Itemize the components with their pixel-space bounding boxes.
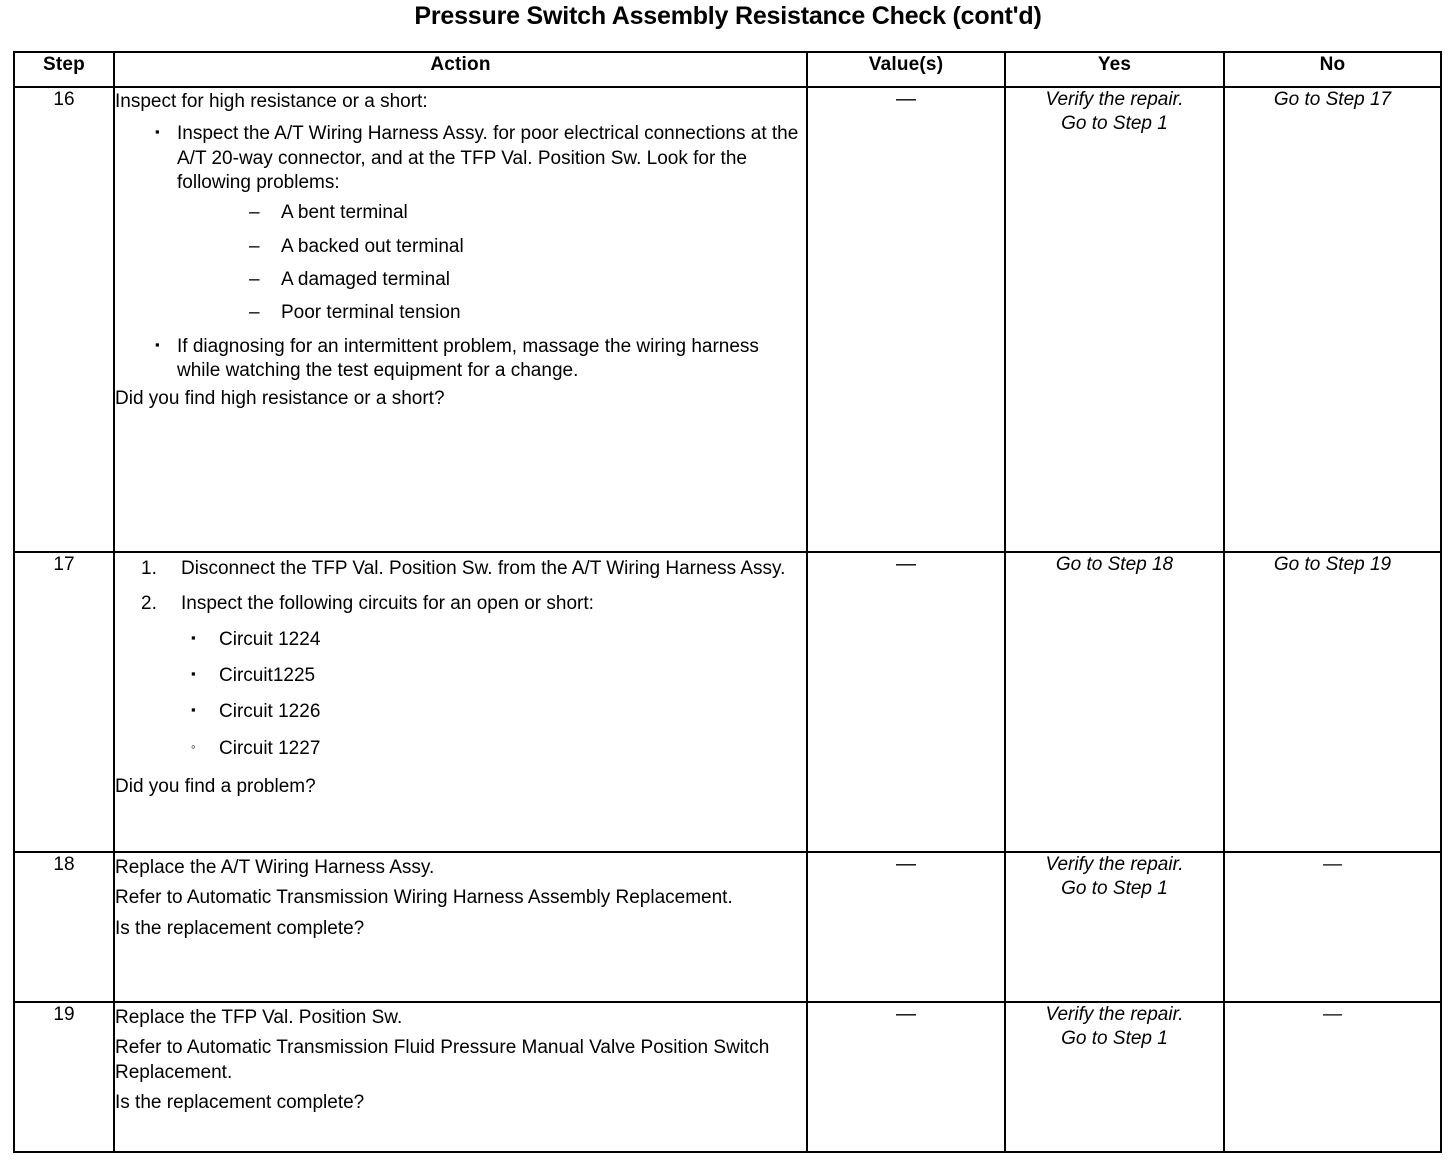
table-row: 18 Replace the A/T Wiring Harness Assy. …	[13, 851, 1442, 1003]
diagnostic-steps-table: Step Action Value(s) Yes No 16 Inspect f…	[13, 51, 1442, 1153]
list-item-text: Poor terminal tension	[281, 302, 461, 324]
step-number: 16	[13, 86, 115, 553]
yes-answer-line2: Go to Step 1	[1061, 113, 1168, 135]
yes-answer-line2: Go to Step 18	[1055, 554, 1174, 575]
no-answer-line1: Go to Step 17	[1273, 89, 1392, 110]
value-content: —	[806, 1001, 1006, 1153]
column-header-value: Value(s)	[806, 51, 1006, 88]
list-item-text: Inspect the A/T Wiring Harness Assy. for…	[177, 123, 799, 193]
list-item-text: Circuit 1224	[219, 628, 321, 650]
yes-answer-line1: Verify the repair.	[1045, 89, 1184, 110]
table-row: 16 Inspect for high resistance or a shor…	[13, 86, 1442, 553]
step-number: 17	[13, 551, 115, 853]
no-answer: —	[1223, 851, 1442, 1003]
circuit-list: ▪ Circuit 1224 ▪ Circuit1225 ▪ Circuit 1…	[115, 628, 806, 761]
list-item-text: Inspect the following circuits for an op…	[181, 593, 594, 615]
square-bullet-icon: ▪	[155, 336, 160, 352]
square-bullet-icon: ▪	[191, 702, 196, 718]
action-question-text: Did you find high resistance or a short?	[115, 388, 445, 410]
action-numbered-list: 1. Disconnect the TFP Val. Position Sw. …	[115, 557, 806, 617]
table-header-row: Step Action Value(s) Yes No	[13, 51, 1442, 88]
action-content: Replace the A/T Wiring Harness Assy. Ref…	[113, 851, 808, 1003]
list-item: – Poor terminal tension	[177, 301, 806, 325]
table-row: 19 Replace the TFP Val. Position Sw. Ref…	[13, 1001, 1442, 1153]
no-answer-line1: Go to Step 19	[1273, 554, 1392, 575]
yes-answer: Verify the repair. Go to Step 1	[1004, 86, 1225, 553]
list-item: ▪ Inspect the A/T Wiring Harness Assy. f…	[115, 122, 806, 325]
table-row: 17 1. Disconnect the TFP Val. Position S…	[13, 551, 1442, 853]
list-item-text: A bent terminal	[281, 202, 408, 224]
list-item-text: Circuit 1227	[219, 737, 321, 759]
action-content: Replace the TFP Val. Position Sw. Refer …	[113, 1001, 808, 1153]
list-item: 2. Inspect the following circuits for an…	[115, 592, 806, 616]
action-sub-list: – A bent terminal – A backed out termina…	[177, 201, 806, 325]
list-item: 1. Disconnect the TFP Val. Position Sw. …	[115, 557, 806, 581]
yes-answer-line2: Go to Step 1	[1061, 1028, 1168, 1050]
list-item: ▪ Circuit1225	[115, 664, 806, 688]
value-dash: —	[896, 1003, 916, 1025]
value-content: —	[806, 551, 1006, 853]
column-header-no: No	[1223, 51, 1442, 88]
list-item: ◦ Circuit 1227	[115, 737, 806, 761]
action-line-1: Replace the TFP Val. Position Sw.	[115, 1007, 403, 1028]
action-bullet-list: ▪ Inspect the A/T Wiring Harness Assy. f…	[115, 122, 806, 383]
yes-answer: Verify the repair. Go to Step 1	[1004, 851, 1225, 1003]
page-title: Pressure Switch Assembly Resistance Chec…	[414, 2, 1042, 30]
column-header-action: Action	[113, 51, 808, 88]
list-item: – A backed out terminal	[177, 235, 806, 259]
action-question-text: Did you find a problem?	[115, 775, 316, 797]
yes-answer: Go to Step 18	[1004, 551, 1225, 853]
no-answer: Go to Step 17	[1223, 86, 1442, 553]
column-header-yes: Yes	[1004, 51, 1225, 88]
no-answer-line1: —	[1323, 1004, 1342, 1025]
list-item: ▪ Circuit 1226	[115, 700, 806, 724]
action-content: Inspect for high resistance or a short: …	[113, 86, 808, 553]
square-bullet-icon: ▪	[191, 629, 196, 645]
yes-answer-line2: Go to Step 1	[1061, 878, 1168, 900]
value-dash: —	[896, 853, 916, 875]
action-lead-text: Inspect for high resistance or a short:	[115, 91, 428, 112]
value-dash: —	[896, 88, 916, 110]
square-bullet-icon: ▪	[155, 124, 160, 140]
list-number: 2.	[141, 593, 157, 615]
action-line-2: Refer to Automatic Transmission Fluid Pr…	[115, 1037, 770, 1083]
list-item: – A bent terminal	[177, 201, 806, 225]
step-number: 18	[13, 851, 115, 1003]
dash-bullet-icon: –	[249, 202, 260, 224]
list-item-text: Circuit 1226	[219, 701, 321, 723]
table-header: Step Action Value(s) Yes No	[13, 51, 1442, 88]
list-number: 1.	[141, 558, 157, 579]
square-bullet-icon: ▪	[191, 665, 196, 681]
dash-bullet-icon: –	[249, 302, 260, 324]
column-header-step: Step	[13, 51, 115, 88]
no-answer: —	[1223, 1001, 1442, 1153]
value-content: —	[806, 851, 1006, 1003]
dash-bullet-icon: –	[249, 235, 260, 257]
dash-bullet-icon: –	[249, 268, 260, 290]
yes-answer: Verify the repair. Go to Step 1	[1004, 1001, 1225, 1153]
action-content: 1. Disconnect the TFP Val. Position Sw. …	[113, 551, 808, 853]
no-answer-line1: —	[1323, 854, 1342, 875]
list-item-text: If diagnosing for an intermittent proble…	[177, 335, 759, 381]
hollow-bullet-icon: ◦	[191, 738, 196, 754]
list-item-text: Circuit1225	[219, 664, 316, 686]
step-number: 19	[13, 1001, 115, 1153]
action-question-text: Is the replacement complete?	[115, 917, 365, 939]
table-body: 16 Inspect for high resistance or a shor…	[13, 86, 1442, 1153]
action-line-1: Replace the A/T Wiring Harness Assy.	[115, 857, 435, 878]
value-dash: —	[896, 553, 916, 575]
list-item-text: Disconnect the TFP Val. Position Sw. fro…	[181, 558, 786, 579]
list-item-text: A damaged terminal	[281, 268, 450, 290]
action-question-text: Is the replacement complete?	[115, 1091, 365, 1113]
no-answer: Go to Step 19	[1223, 551, 1442, 853]
value-content: —	[806, 86, 1006, 553]
yes-answer-line1: Verify the repair.	[1045, 1004, 1184, 1025]
list-item: ▪ If diagnosing for an intermittent prob…	[115, 335, 806, 384]
yes-answer-line1: Verify the repair.	[1045, 854, 1184, 875]
list-item-text: A backed out terminal	[281, 235, 464, 257]
action-line-2: Refer to Automatic Transmission Wiring H…	[115, 887, 733, 909]
list-item: ▪ Circuit 1224	[115, 628, 806, 652]
list-item: – A damaged terminal	[177, 268, 806, 292]
